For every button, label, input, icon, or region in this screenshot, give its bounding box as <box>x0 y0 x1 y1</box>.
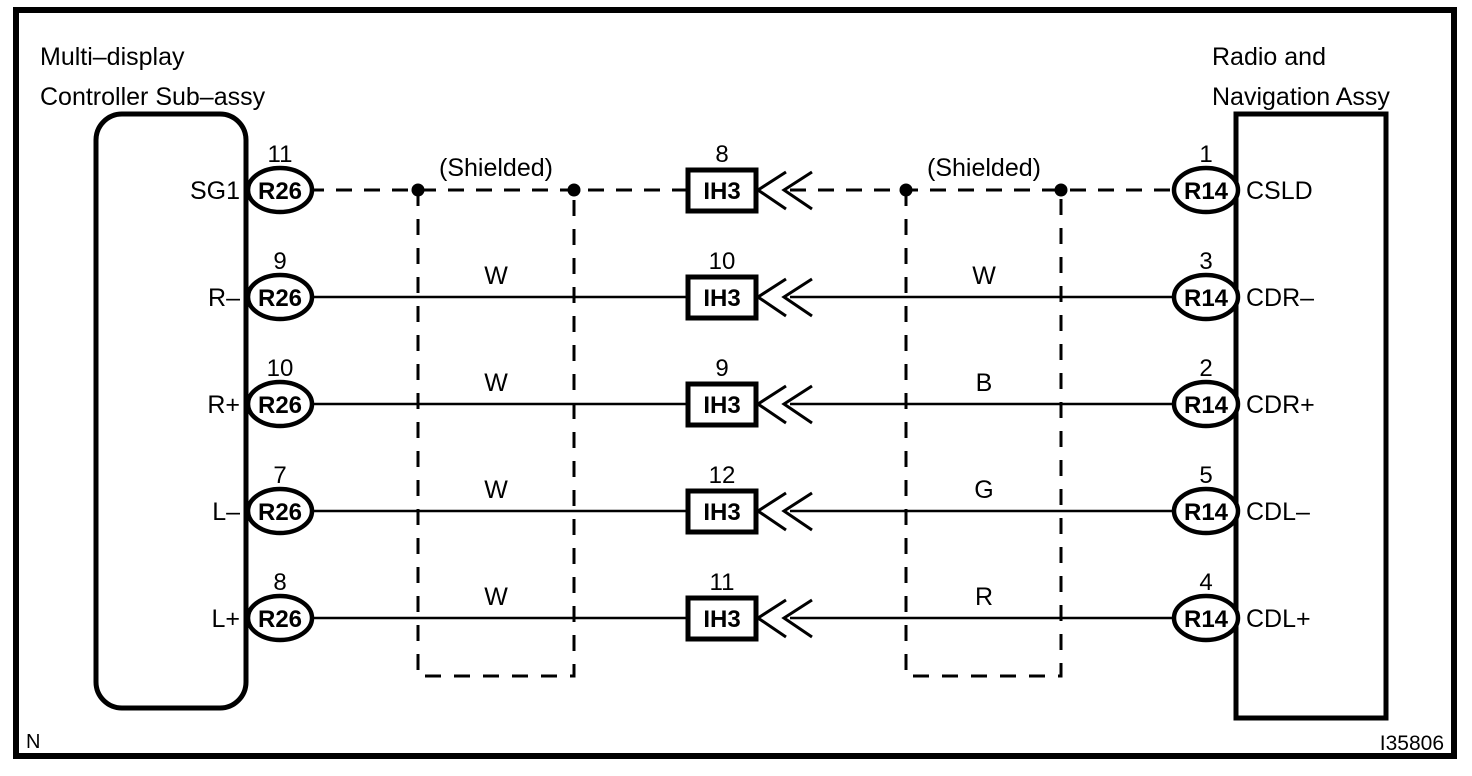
left-pin-number-sg1: 11 <box>268 141 293 168</box>
wire-color-left-r-minus: W <box>484 262 508 290</box>
splice-code-sg1: IH3 <box>703 178 740 205</box>
left-connector-oval-r-plus <box>245 379 315 429</box>
right-pin-number-l-minus: 5 <box>1199 462 1212 489</box>
right-pin-number-r-plus: 2 <box>1199 355 1212 382</box>
splice-box-r-plus <box>685 381 759 428</box>
right-pin-label-r-plus: CDR+ <box>1246 391 1315 419</box>
junction-dot-sg1-b <box>567 183 581 197</box>
right-pin-label-sg1: CSLD <box>1246 177 1313 205</box>
right-pin-label-l-minus: CDL– <box>1246 498 1310 526</box>
splice-arrow-outer-r-plus <box>755 384 787 425</box>
wire-color-right-l-minus: G <box>974 476 993 504</box>
left-pin-label-r-plus: R+ <box>207 391 240 419</box>
left-connector-code-sg1: R26 <box>258 178 302 205</box>
splice-code-r-minus: IH3 <box>703 285 740 312</box>
figure-code: I35806 <box>1380 732 1444 755</box>
right-unit-title-line2: Navigation Assy <box>1212 83 1390 111</box>
left-pin-label-l-minus: L– <box>212 498 240 526</box>
shield-label-left: (Shielded) <box>439 154 553 182</box>
splice-arrow-outer-l-plus <box>755 598 787 639</box>
left-connector-code-l-plus: R26 <box>258 606 302 633</box>
left-pin-number-l-plus: 8 <box>273 569 286 596</box>
wire-color-right-r-plus: B <box>976 369 993 397</box>
wire-color-left-r-plus: W <box>484 369 508 397</box>
left-connector-oval-l-plus <box>245 593 315 643</box>
splice-number-l-plus: 11 <box>710 569 735 596</box>
splice-box-sg1 <box>685 167 759 214</box>
shield-box-right <box>904 190 1063 678</box>
left-pin-number-r-plus: 10 <box>267 355 294 382</box>
right-connector-oval-r-plus <box>1171 379 1241 429</box>
right-pin-label-l-plus: CDL+ <box>1246 605 1311 633</box>
right-connector-body <box>1233 111 1389 721</box>
right-connector-oval-r-minus <box>1171 272 1241 322</box>
splice-arrow-inner-r-plus <box>781 384 813 425</box>
left-unit-title-line1: Multi–display <box>40 43 185 71</box>
left-connector-code-r-plus: R26 <box>258 392 302 419</box>
splice-arrow-inner-l-plus <box>781 598 813 639</box>
left-connector-oval-r-minus <box>245 272 315 322</box>
right-connector-code-r-plus: R14 <box>1184 392 1229 419</box>
splice-arrow-outer-sg1 <box>755 170 787 211</box>
splice-arrow-outer-l-minus <box>755 491 787 532</box>
row-r-minus: R– 9 R26 W W 10 IH3 3 R14 CDR– <box>208 248 1314 322</box>
left-pin-label-sg1: SG1 <box>190 177 240 205</box>
corner-mark-n: N <box>26 731 40 753</box>
splice-arrow-inner-sg1 <box>781 170 813 211</box>
splice-number-r-minus: 10 <box>709 248 736 275</box>
wire-color-right-r-minus: W <box>972 262 996 290</box>
row-l-minus: L– 7 R26 W G 12 IH3 5 R14 CDL– <box>212 462 1310 536</box>
right-connector-code-l-plus: R14 <box>1184 606 1229 633</box>
wire-color-left-l-plus: W <box>484 583 508 611</box>
splice-code-l-minus: IH3 <box>703 499 740 526</box>
splice-arrow-inner-l-minus <box>781 491 813 532</box>
splice-code-l-plus: IH3 <box>703 606 740 633</box>
left-pin-number-l-minus: 7 <box>273 462 286 489</box>
right-unit-title-line1: Radio and <box>1212 43 1326 71</box>
splice-arrow-outer-r-minus <box>755 277 787 318</box>
left-pin-number-r-minus: 9 <box>273 248 286 275</box>
left-pin-label-l-plus: L+ <box>211 605 240 633</box>
splice-number-l-minus: 12 <box>709 462 736 489</box>
row-r-plus: R+ 10 R26 W B 9 IH3 2 R14 CDR+ <box>207 355 1315 429</box>
right-connector-oval-l-minus <box>1171 486 1241 536</box>
right-pin-number-l-plus: 4 <box>1199 569 1212 596</box>
left-connector-oval-l-minus <box>245 486 315 536</box>
splice-box-l-plus <box>685 595 759 642</box>
shield-label-right: (Shielded) <box>927 154 1041 182</box>
right-pin-label-r-minus: CDR– <box>1246 284 1314 312</box>
left-connector-body <box>93 111 249 711</box>
splice-code-r-plus: IH3 <box>703 392 740 419</box>
left-connector-oval-sg1 <box>245 165 315 215</box>
right-connector-oval-sg1 <box>1171 165 1241 215</box>
diagram-border <box>13 7 1457 759</box>
right-connector-code-sg1: R14 <box>1184 178 1229 205</box>
splice-number-sg1: 8 <box>715 141 728 168</box>
wire-color-right-l-plus: R <box>975 583 993 611</box>
left-connector-code-l-minus: R26 <box>258 499 302 526</box>
junction-dot-sg1-d <box>1054 183 1068 197</box>
left-unit-title-line2: Controller Sub–assy <box>40 83 266 111</box>
splice-number-r-plus: 9 <box>715 355 728 382</box>
right-connector-code-l-minus: R14 <box>1184 499 1229 526</box>
right-connector-oval-l-plus <box>1171 593 1241 643</box>
splice-box-r-minus <box>685 274 759 321</box>
right-pin-number-r-minus: 3 <box>1199 248 1212 275</box>
junction-dot-sg1-c <box>899 183 913 197</box>
right-connector-code-r-minus: R14 <box>1184 285 1229 312</box>
left-pin-label-r-minus: R– <box>208 284 240 312</box>
wire-color-left-l-minus: W <box>484 476 508 504</box>
left-connector-code-r-minus: R26 <box>258 285 302 312</box>
right-pin-number-sg1: 1 <box>1199 141 1212 168</box>
splice-box-l-minus <box>685 488 759 535</box>
shield-box-left <box>416 190 576 678</box>
row-sg1: SG1 11 R26 8 IH3 1 R14 CSLD <box>190 141 1313 215</box>
row-l-plus: L+ 8 R26 W R 11 IH3 4 R14 CDL+ <box>211 569 1311 643</box>
junction-dot-sg1-a <box>411 183 425 197</box>
splice-arrow-inner-r-minus <box>781 277 813 318</box>
